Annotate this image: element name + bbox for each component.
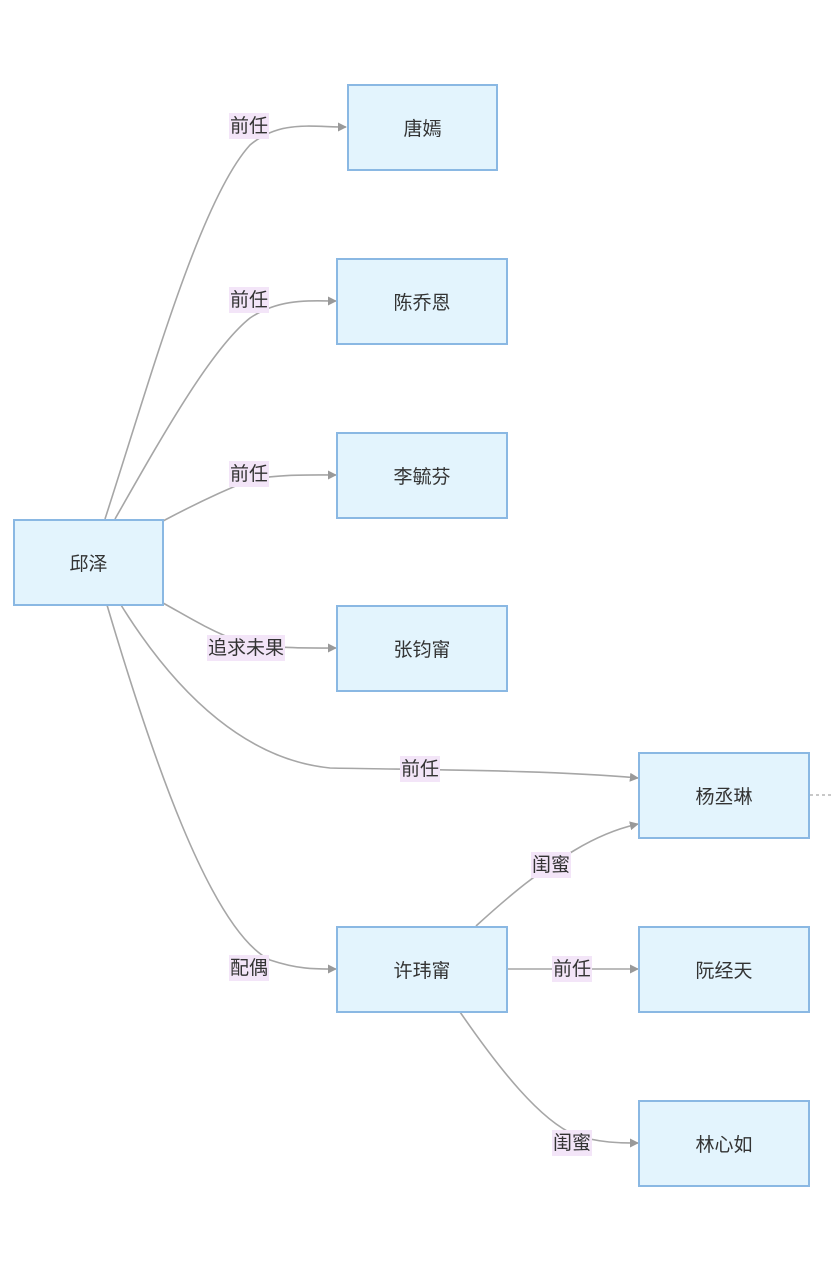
edge-xuweining-linxinru: [459, 1011, 639, 1148]
node-qiuze: 邱泽: [13, 519, 164, 606]
edge-qiuze-xuweining: [106, 604, 337, 974]
node-xuweining: 许玮甯: [336, 926, 508, 1013]
node-yangchenglin: 杨丞琳: [638, 752, 810, 839]
edge-label-qiuze-xuweining: 配偶: [229, 955, 270, 981]
edge-label-xuweining-yangchenglin: 闺蜜: [531, 852, 572, 878]
edge-label-qiuze-chenqiaoen: 前任: [229, 287, 270, 313]
node-lihangfen: 李毓芬: [336, 432, 508, 519]
edge-label-qiuze-zhangjunning: 追求未果: [207, 635, 286, 661]
edge-qiuze-chenqiaoen: [114, 296, 337, 520]
edge-label-qiuze-lihangfen: 前任: [229, 461, 270, 487]
edge-qiuze-tangyan: [104, 122, 347, 520]
node-ruanjingtian: 阮经天: [638, 926, 810, 1013]
edge-label-qiuze-yangchenglin: 前任: [400, 756, 441, 782]
edge-label-xuweining-linxinru: 闺蜜: [552, 1130, 593, 1156]
node-zhangjunning: 张钧甯: [336, 605, 508, 692]
node-tangyan: 唐嫣: [347, 84, 498, 171]
node-chenqiaoen: 陈乔恩: [336, 258, 508, 345]
edge-qiuze-yangchenglin: [120, 604, 639, 782]
node-linxinru: 林心如: [638, 1100, 810, 1187]
edge-label-qiuze-tangyan: 前任: [229, 113, 270, 139]
edge-label-xuweining-ruanjingtian: 前任: [552, 956, 593, 982]
